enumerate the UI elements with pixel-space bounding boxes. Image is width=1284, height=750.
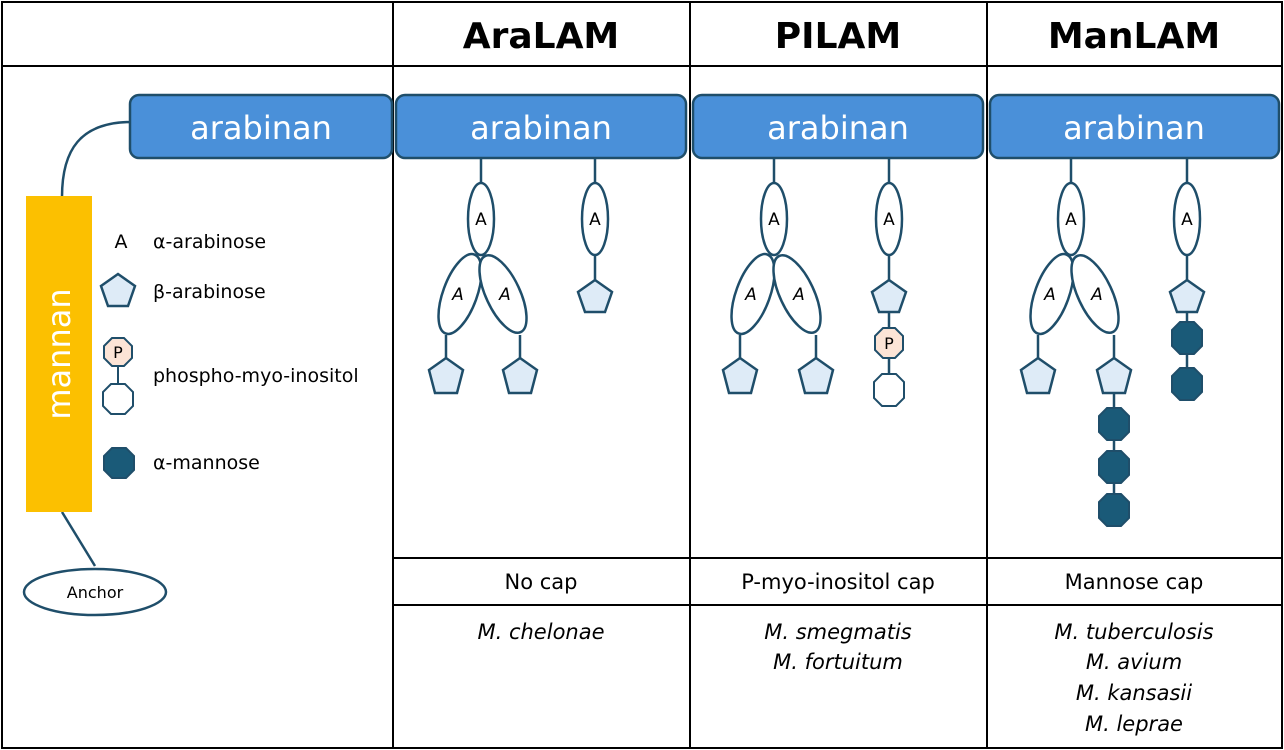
mannose-manlam-1	[1171, 321, 1203, 355]
legend-alpha-arabinose-label: α-arabinose	[153, 231, 266, 253]
beta-arabinose-pilam-3	[797, 356, 835, 395]
pilam-structure: arabinan A A A A P	[691, 93, 985, 407]
mannan-bar	[26, 196, 92, 512]
inositol-pilam	[873, 373, 905, 407]
arabinan-box-left	[128, 93, 394, 160]
phospho-pilam	[874, 327, 904, 359]
arabinan-label-pilam: arabinan	[767, 109, 909, 147]
mannose-manlam-4	[1098, 450, 1130, 484]
legend: A α-arabinose β-arabinose P phospho-myo-…	[99, 231, 359, 479]
alpha-arabinose-pilam-3-label: A	[744, 285, 757, 305]
alpha-arabinose-pilam-4-label: A	[792, 285, 805, 305]
alpha-arabinose-pilam-4	[772, 254, 822, 334]
species-pilam-1: M. smegmatis	[764, 620, 912, 644]
alpha-arabinose-pilam-3	[730, 252, 776, 336]
alpha-arabinose-aralam-3	[437, 252, 483, 336]
alpha-arabinose-aralam-4	[478, 254, 528, 334]
alpha-arabinose-pilam-1-label: A	[768, 210, 780, 230]
alpha-arabinose-manlam-4	[1070, 254, 1120, 334]
arabinan-label-aralam: arabinan	[470, 109, 612, 147]
arabinan-label-manlam: arabinan	[1063, 109, 1205, 147]
alpha-arabinose-aralam-1	[466, 181, 496, 257]
species-manlam-1: M. tuberculosis	[1054, 620, 1213, 644]
arabinan-label-left: arabinan	[190, 109, 332, 147]
species-manlam-2: M. avium	[1086, 650, 1182, 674]
legend-phospho-symbol: P	[113, 343, 123, 362]
alpha-arabinose-pilam-1	[759, 181, 789, 257]
arabinan-box-manlam	[988, 93, 1281, 160]
mannan-label: mannan	[40, 288, 78, 419]
mannan-anchor-link	[60, 511, 97, 567]
alpha-arabinose-aralam-2-label: A	[589, 210, 601, 230]
legend-alpha-arabinose-icon: A	[115, 231, 128, 253]
species-manlam-4: M. leprae	[1085, 712, 1183, 736]
beta-arabinose-manlam-3	[1095, 356, 1133, 395]
legend-phospho-label: phospho-myo-inositol	[153, 365, 359, 387]
cap-manlam: Mannose cap	[1065, 570, 1204, 594]
header-pilam: PILAM	[775, 16, 901, 57]
beta-arabinose-aralam-3	[501, 356, 539, 395]
legend-mannose-icon	[103, 447, 135, 479]
beta-arabinose-pilam-2	[721, 356, 759, 395]
anchor-label: Anchor	[67, 583, 124, 602]
alpha-arabinose-manlam-2-label: A	[1181, 210, 1193, 230]
alpha-arabinose-pilam-2	[874, 181, 904, 257]
beta-arabinose-manlam-2	[1019, 356, 1057, 395]
species-manlam-3: M. kansasii	[1076, 681, 1192, 705]
species-pilam-2: M. fortuitum	[773, 650, 903, 674]
species-aralam-1: M. chelonae	[477, 620, 604, 644]
alpha-arabinose-pilam-2-label: A	[883, 210, 895, 230]
alpha-arabinose-manlam-4-label: A	[1090, 285, 1103, 305]
beta-arabinose-pilam-1	[870, 278, 908, 314]
cap-aralam: No cap	[505, 570, 578, 594]
alpha-arabinose-manlam-3-label: A	[1043, 285, 1056, 305]
alpha-arabinose-manlam-3	[1029, 252, 1075, 336]
legend-beta-arabinose-icon	[99, 272, 137, 308]
mannose-manlam-2	[1171, 367, 1203, 401]
header-aralam: AraLAM	[463, 16, 620, 57]
mannose-manlam-5	[1098, 493, 1130, 527]
legend-phospho-icon	[103, 337, 133, 367]
legend-beta-arabinose-label: β-arabinose	[153, 281, 266, 303]
alpha-arabinose-manlam-1-label: A	[1065, 210, 1077, 230]
aralam-structure: arabinan A A A A	[394, 93, 688, 395]
alpha-arabinose-aralam-4-label: A	[498, 285, 511, 305]
mannose-manlam-3	[1098, 407, 1130, 441]
manlam-structure: arabinan A A A A	[988, 93, 1281, 527]
arabinan-box-aralam	[394, 93, 688, 160]
mannan-arabinan-link	[60, 120, 133, 198]
legend-mannose-label: α-mannose	[153, 452, 260, 474]
legend-inositol-icon	[102, 383, 134, 415]
anchor-ellipse	[22, 567, 168, 617]
alpha-arabinose-aralam-3-label: A	[451, 285, 464, 305]
cap-pilam: P-myo-inositol cap	[741, 570, 935, 594]
header-manlam: ManLAM	[1048, 16, 1220, 57]
beta-arabinose-manlam-1	[1168, 278, 1206, 314]
alpha-arabinose-aralam-2	[580, 181, 610, 257]
phospho-pilam-label: P	[884, 334, 894, 353]
alpha-arabinose-manlam-2	[1172, 181, 1202, 257]
beta-arabinose-aralam-2	[427, 356, 465, 395]
alpha-arabinose-manlam-1	[1056, 181, 1086, 257]
alpha-arabinose-aralam-1-label: A	[475, 210, 487, 230]
beta-arabinose-aralam-1	[576, 278, 614, 314]
arabinan-box-pilam	[691, 93, 985, 160]
